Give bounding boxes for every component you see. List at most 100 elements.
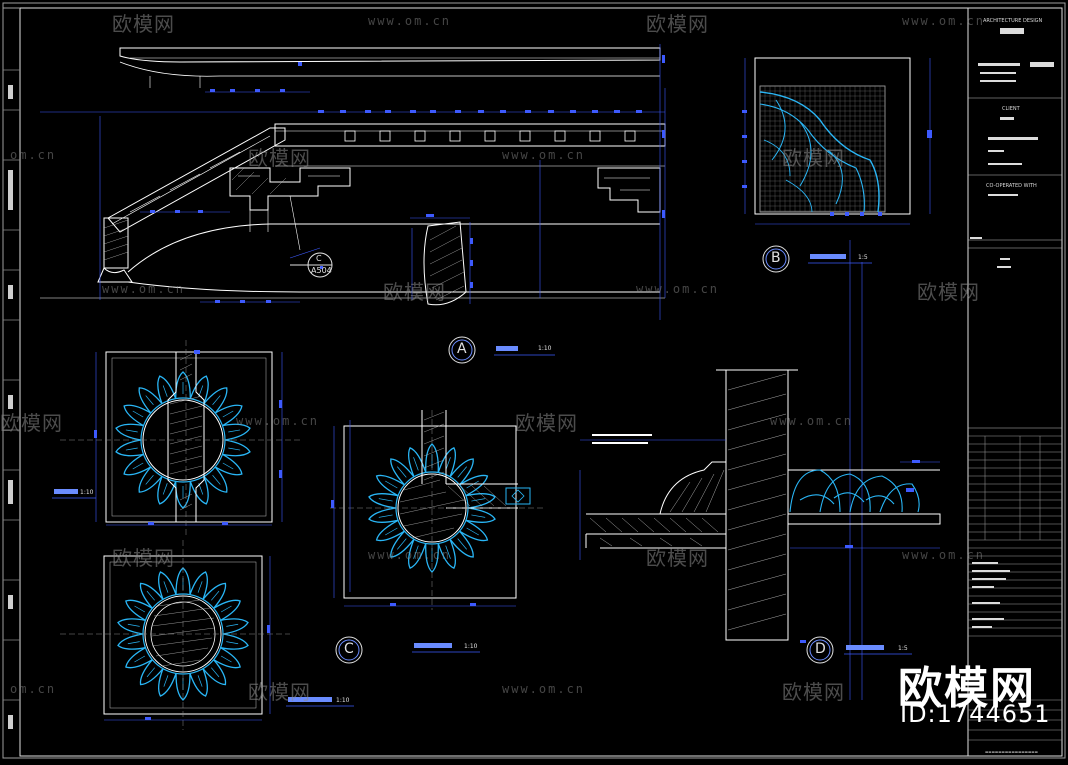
- plan-c-top-petals: [115, 371, 251, 509]
- petal-vein: [134, 655, 146, 663]
- petal-vein: [125, 447, 138, 451]
- petal: [220, 618, 249, 635]
- title-block-table: [968, 435, 1062, 741]
- section-profile-hatch: [429, 225, 465, 301]
- watermark-logo: 欧模网: [515, 411, 578, 435]
- petal-vein: [471, 514, 486, 518]
- watermark-url: www.om.cn: [368, 14, 452, 28]
- elevation-a: [40, 47, 666, 299]
- watermark-url: www.om.cn: [902, 14, 986, 28]
- petal-vein: [132, 410, 144, 418]
- petal: [465, 507, 496, 523]
- petal-vein: [212, 475, 221, 485]
- petal: [213, 647, 241, 669]
- stamp-logo: 欧模网: [898, 663, 1036, 714]
- petal: [189, 476, 209, 505]
- petal-vein: [132, 462, 144, 470]
- petal-vein: [197, 675, 203, 687]
- callout-c-letter[interactable]: C: [344, 641, 354, 657]
- petal: [368, 507, 399, 523]
- petal: [449, 530, 474, 558]
- petal: [368, 493, 399, 509]
- title-underlines: [52, 262, 912, 707]
- detail-b-ticks: [742, 110, 932, 216]
- scale-b: 1:5: [858, 254, 868, 261]
- callout-b-letter[interactable]: B: [771, 250, 781, 266]
- petal-vein: [457, 538, 467, 550]
- petal: [189, 375, 209, 404]
- petal-vein: [146, 590, 155, 601]
- petal: [214, 453, 243, 476]
- watermark-logo: 欧模网: [383, 280, 446, 304]
- petal: [425, 443, 439, 473]
- watermark-url: www.om.cn: [368, 548, 452, 562]
- plan-c-middle: [330, 410, 545, 610]
- elevation-a-hatch: [103, 167, 287, 261]
- watermark-logo: 欧模网: [0, 411, 63, 435]
- petal-vein: [146, 667, 155, 678]
- callout-a-letter[interactable]: A: [457, 341, 467, 357]
- petal: [407, 538, 427, 569]
- petal: [175, 673, 191, 701]
- petal-vein: [457, 466, 467, 478]
- petal: [437, 538, 457, 569]
- watermark-logo: 欧模网: [782, 146, 845, 170]
- petal: [213, 599, 241, 621]
- watermark-logo: 欧模网: [646, 12, 709, 36]
- petal: [465, 493, 496, 509]
- petal: [203, 387, 228, 414]
- architecture-design-label: ARCHITECTURE DESIGN: [983, 18, 1043, 24]
- petal-vein: [163, 581, 169, 593]
- petal: [125, 599, 153, 621]
- watermark-url: www.om.cn: [502, 148, 586, 162]
- petal: [139, 582, 164, 609]
- petal: [138, 466, 163, 493]
- watermark-logo: 欧模网: [248, 680, 311, 704]
- petal: [222, 423, 251, 441]
- client-label: CLIENT: [1002, 106, 1020, 112]
- petal: [202, 659, 227, 686]
- petal-vein: [127, 623, 140, 627]
- petal: [157, 476, 177, 505]
- stamp-id: ID:1744651: [900, 700, 1051, 728]
- watermark-url: www.om.cn: [770, 414, 854, 428]
- watermark-url: www.om.cn: [502, 682, 586, 696]
- watermark-url-short: om.cn: [10, 148, 57, 162]
- petal-vein: [385, 527, 398, 536]
- petal-vein: [162, 483, 168, 495]
- petal-vein: [466, 527, 479, 536]
- petal-vein: [413, 545, 419, 559]
- petal-vein: [211, 667, 220, 678]
- section-d: [585, 369, 941, 641]
- petal-vein: [220, 655, 232, 663]
- left-strip-dividers: [3, 69, 20, 701]
- plan-dim-marks: [94, 350, 476, 720]
- watermark-url: www.om.cn: [636, 282, 720, 296]
- scale-c: 1:10: [464, 643, 478, 650]
- section-d-dims: [579, 439, 940, 560]
- petal-vein: [226, 641, 239, 645]
- petal: [222, 439, 251, 457]
- drawing-title-marks: [54, 254, 884, 702]
- scale-d: 1:5: [898, 645, 908, 652]
- petal: [202, 582, 227, 609]
- petal-vein: [228, 447, 241, 451]
- petal: [459, 474, 489, 497]
- petal-vein: [127, 641, 140, 645]
- plan-c-top: [60, 340, 300, 535]
- petal: [214, 404, 243, 427]
- petal: [189, 571, 208, 600]
- plan-c-middle-hatch: [399, 411, 507, 539]
- petal-vein: [222, 410, 234, 418]
- section-ref-letter[interactable]: C: [316, 254, 322, 263]
- petal-vein: [163, 675, 169, 687]
- watermark-logo: 欧模网: [646, 546, 709, 570]
- petal-vein: [385, 480, 398, 489]
- petal: [117, 633, 146, 650]
- petal: [459, 519, 489, 542]
- section-ref-sheet: A504: [311, 266, 332, 275]
- petal: [220, 633, 249, 650]
- scale-a: 1:10: [538, 345, 552, 352]
- callout-d-letter[interactable]: D: [815, 641, 826, 657]
